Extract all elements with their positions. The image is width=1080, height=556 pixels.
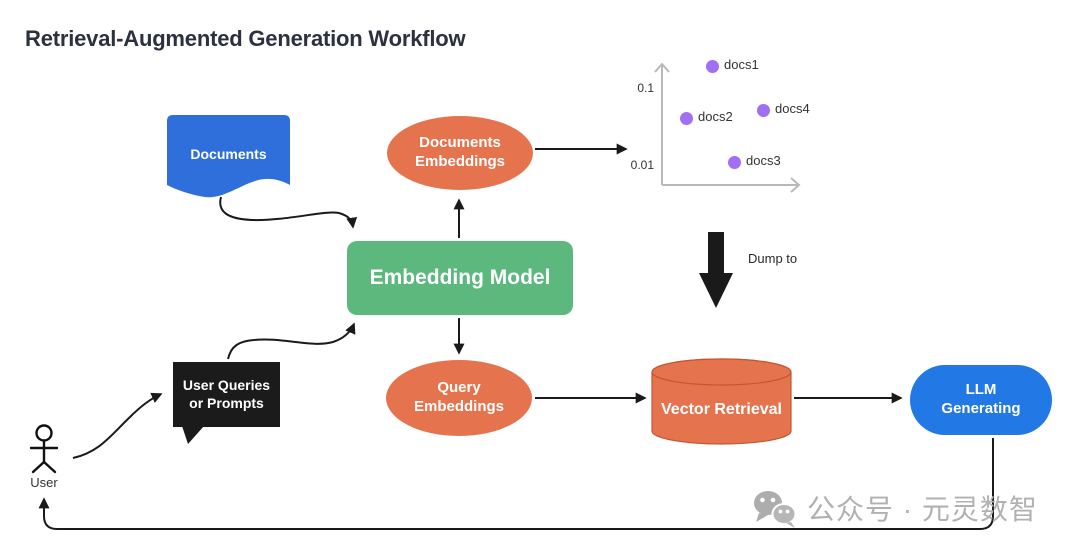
y-tick-0_01: 0.01	[630, 158, 654, 172]
node-documents-embeddings: Documents Embeddings	[387, 116, 533, 190]
scatter-point-label-docs4: docs4	[775, 101, 810, 116]
watermark-text: 公众号 · 元灵数智	[807, 494, 1038, 525]
scatter-point-label-docs3: docs3	[746, 153, 781, 168]
node-embedding-model: Embedding Model	[347, 241, 573, 315]
arrow-queries-to-model	[227, 322, 356, 360]
embedding-scatter-plot: 0.1 0.01 docs1 docs2 docs4 docs3	[610, 45, 825, 205]
scatter-point-docs4	[756, 103, 770, 117]
user-label: User	[30, 475, 58, 490]
dump-arrow	[699, 232, 733, 308]
scatter-axes	[654, 62, 801, 193]
watermark: 公众号 · 元灵数智	[751, 488, 1038, 528]
speech-bubble-tail-icon	[182, 426, 204, 444]
node-vector-retrieval-label: Vector Retrieval	[661, 401, 782, 418]
node-query-embeddings-label: Query Embeddings	[413, 379, 504, 415]
database-cylinder-icon	[651, 358, 792, 445]
scatter-point-label-docs2: docs2	[698, 109, 733, 124]
node-documents-label: Documents	[190, 146, 267, 162]
dump-to-label: Dump to	[748, 251, 798, 266]
arrow-documents-to-model	[219, 196, 358, 229]
node-documents-embeddings-label: Documents Embeddings	[414, 134, 505, 170]
arrow-user-to-queries	[72, 392, 163, 459]
node-llm-generating-label: LLM Generating	[941, 381, 1021, 417]
wechat-icon	[754, 491, 797, 528]
document-shape-icon	[167, 115, 290, 198]
arrow-llm-feedback-to-user	[38, 438, 994, 530]
node-llm-generating: LLM Generating	[910, 365, 1052, 435]
scatter-point-docs1	[705, 59, 719, 73]
page-title: Retrieval-Augmented Generation Workflow	[25, 26, 466, 51]
node-embedding-model-label: Embedding Model	[369, 265, 551, 289]
node-user-queries: User Queries or Prompts	[173, 362, 280, 427]
scatter-point-docs2	[679, 111, 693, 125]
y-tick-0_1: 0.1	[637, 81, 654, 95]
node-documents: Documents	[167, 115, 290, 201]
scatter-point-docs3	[727, 155, 741, 169]
node-user-queries-label: User Queries or Prompts	[182, 377, 271, 411]
scatter-point-label-docs1: docs1	[724, 57, 759, 72]
scatter-dots: docs1 docs2 docs4 docs3	[610, 45, 825, 205]
node-query-embeddings: Query Embeddings	[386, 360, 532, 436]
node-vector-retrieval: Vector Retrieval	[650, 352, 793, 447]
user-stick-figure-icon	[29, 424, 59, 474]
